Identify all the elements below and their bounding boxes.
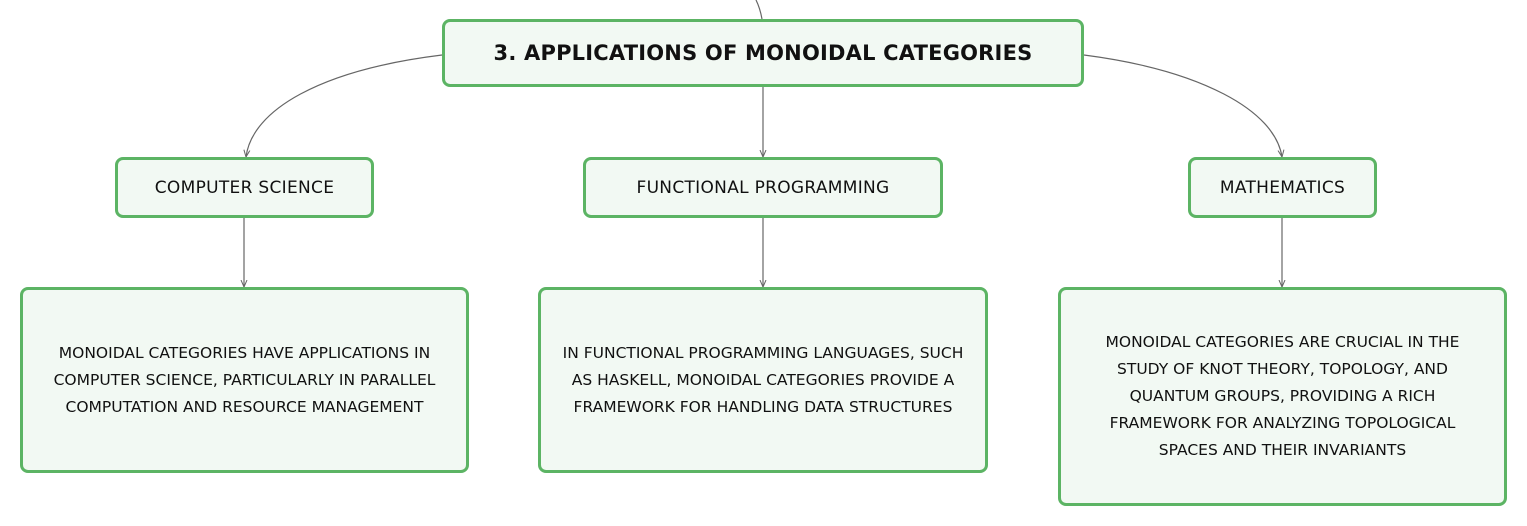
root-node[interactable]: 3. APPLICATIONS OF MONOIDAL CATEGORIES xyxy=(442,19,1084,87)
detail-line: IN FUNCTIONAL PROGRAMMING LANGUAGES, SUC… xyxy=(562,343,964,362)
detail-text: IN FUNCTIONAL PROGRAMMING LANGUAGES, SUC… xyxy=(563,340,964,421)
detail-mathematics[interactable]: MONOIDAL CATEGORIES ARE CRUCIAL IN THE S… xyxy=(1058,287,1507,506)
node-label: MATHEMATICS xyxy=(1219,177,1346,198)
detail-text: MONOIDAL CATEGORIES ARE CRUCIAL IN THE S… xyxy=(1106,329,1460,464)
detail-line: MONOIDAL CATEGORIES HAVE APPLICATIONS IN xyxy=(58,343,431,362)
detail-line: QUANTUM GROUPS, PROVIDING A RICH xyxy=(1129,387,1436,405)
node-computer-science[interactable]: COMPUTER SCIENCE xyxy=(115,157,374,218)
detail-line: MONOIDAL CATEGORIES ARE CRUCIAL IN THE xyxy=(1105,333,1460,351)
detail-line: FRAMEWORK FOR HANDLING DATA STRUCTURES xyxy=(573,397,953,416)
detail-line: COMPUTATION AND RESOURCE MANAGEMENT xyxy=(65,397,424,416)
detail-line: COMPUTER SCIENCE, PARTICULARLY IN PARALL… xyxy=(53,370,436,389)
node-functional-programming[interactable]: FUNCTIONAL PROGRAMMING xyxy=(583,157,943,218)
node-mathematics[interactable]: MATHEMATICS xyxy=(1188,157,1377,218)
connector-root-to-computer-science xyxy=(246,54,443,157)
detail-line: FRAMEWORK FOR ANALYZING TOPOLOGICAL xyxy=(1109,414,1456,432)
detail-line: STUDY OF KNOT THEORY, TOPOLOGY, AND xyxy=(1117,360,1448,378)
node-label: FUNCTIONAL PROGRAMMING xyxy=(636,177,890,198)
detail-line: AS HASKELL, MONOIDAL CATEGORIES PROVIDE … xyxy=(571,370,955,389)
detail-line: SPACES AND THEIR INVARIANTS xyxy=(1158,441,1407,459)
connector-root-to-mathematics xyxy=(1083,54,1282,157)
incoming-connector xyxy=(755,0,763,20)
detail-computer-science[interactable]: MONOIDAL CATEGORIES HAVE APPLICATIONS IN… xyxy=(20,287,469,473)
detail-functional-programming[interactable]: IN FUNCTIONAL PROGRAMMING LANGUAGES, SUC… xyxy=(538,287,988,473)
node-label: COMPUTER SCIENCE xyxy=(154,177,335,198)
detail-text: MONOIDAL CATEGORIES HAVE APPLICATIONS IN… xyxy=(54,340,436,421)
root-title: 3. APPLICATIONS OF MONOIDAL CATEGORIES xyxy=(493,41,1033,65)
